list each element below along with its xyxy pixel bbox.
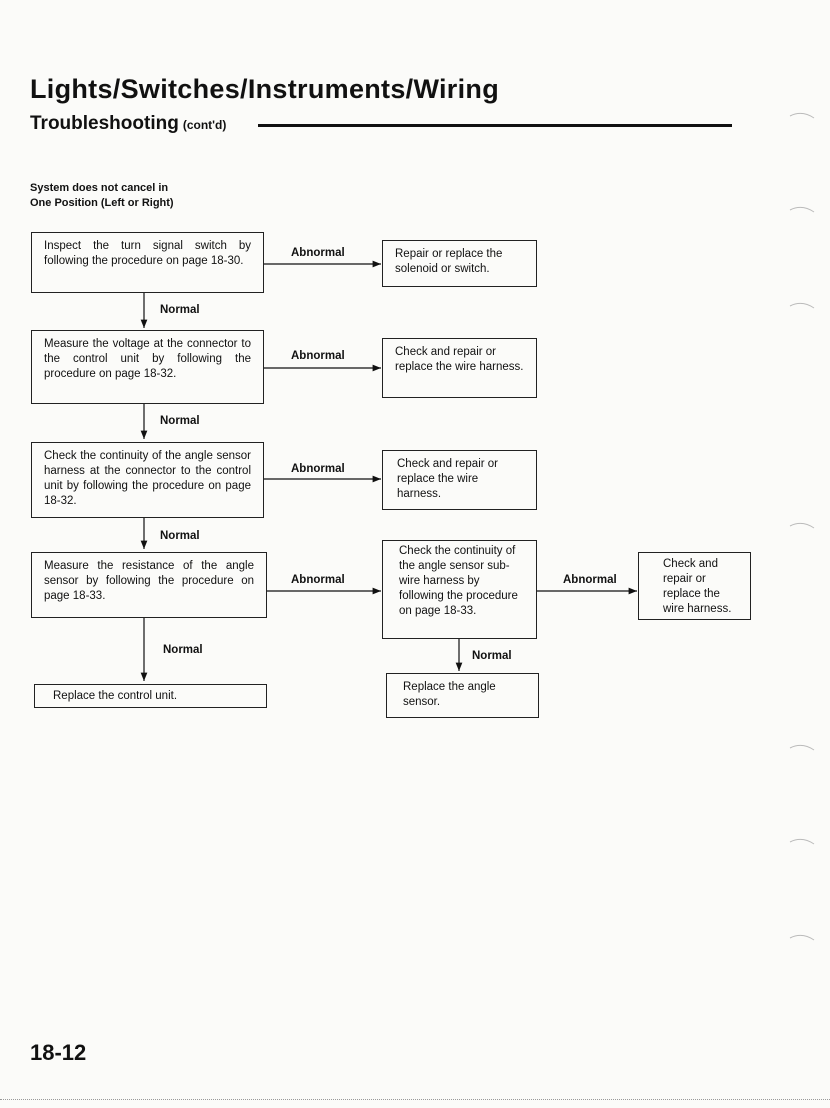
symptom-line-1: System does not cancel in — [30, 182, 169, 194]
step-box-1: Inspect the turn signal switch by follow… — [31, 232, 264, 293]
remedy-box-6: Replace the angle sensor. — [386, 673, 539, 718]
page-number: 18-12 — [30, 1040, 87, 1065]
scan-edge — [0, 1099, 830, 1100]
section-title: Troubleshooting(cont'd) — [30, 113, 227, 134]
abnormal-label-1: Abnormal — [291, 247, 345, 259]
normal-label-1: Normal — [160, 304, 200, 316]
abnormal-label-2: Abnormal — [291, 350, 345, 362]
step-box-4: Measure the resistance of the angle sens… — [31, 552, 267, 618]
remedy-box-5: Check and repair or replace the wire har… — [638, 552, 751, 620]
binder-hole-marks — [789, 112, 815, 941]
normal-label-3: Normal — [160, 530, 200, 542]
step-box-3: Check the continuity of the angle sensor… — [31, 442, 264, 518]
remedy-box-1: Repair or replace the solenoid or switch… — [382, 240, 537, 287]
symptom-line-2: One Position (Left or Right) — [30, 197, 174, 209]
continued-marker: (cont'd) — [182, 118, 227, 132]
section-heading: Troubleshooting(cont'd) — [30, 113, 732, 137]
symptom-caption: System does not cancel in One Position (… — [30, 181, 174, 211]
normal-label-5: Normal — [472, 650, 512, 662]
abnormal-label-5: Abnormal — [563, 574, 617, 586]
page-title: Lights/Switches/Instruments/Wiring — [30, 74, 500, 104]
normal-label-2: Normal — [160, 415, 200, 427]
step-box-5: Replace the control unit. — [34, 684, 267, 708]
abnormal-label-3: Abnormal — [291, 463, 345, 475]
remedy-box-4: Check the continuity of the angle sensor… — [382, 540, 537, 639]
step-box-2: Measure the voltage at the connector to … — [31, 330, 264, 404]
remedy-box-3: Check and repair or replace the wire har… — [382, 450, 537, 510]
abnormal-label-4: Abnormal — [291, 574, 345, 586]
normal-label-4: Normal — [163, 644, 203, 656]
heading-rule — [258, 124, 732, 127]
remedy-box-2: Check and repair or replace the wire har… — [382, 338, 537, 398]
